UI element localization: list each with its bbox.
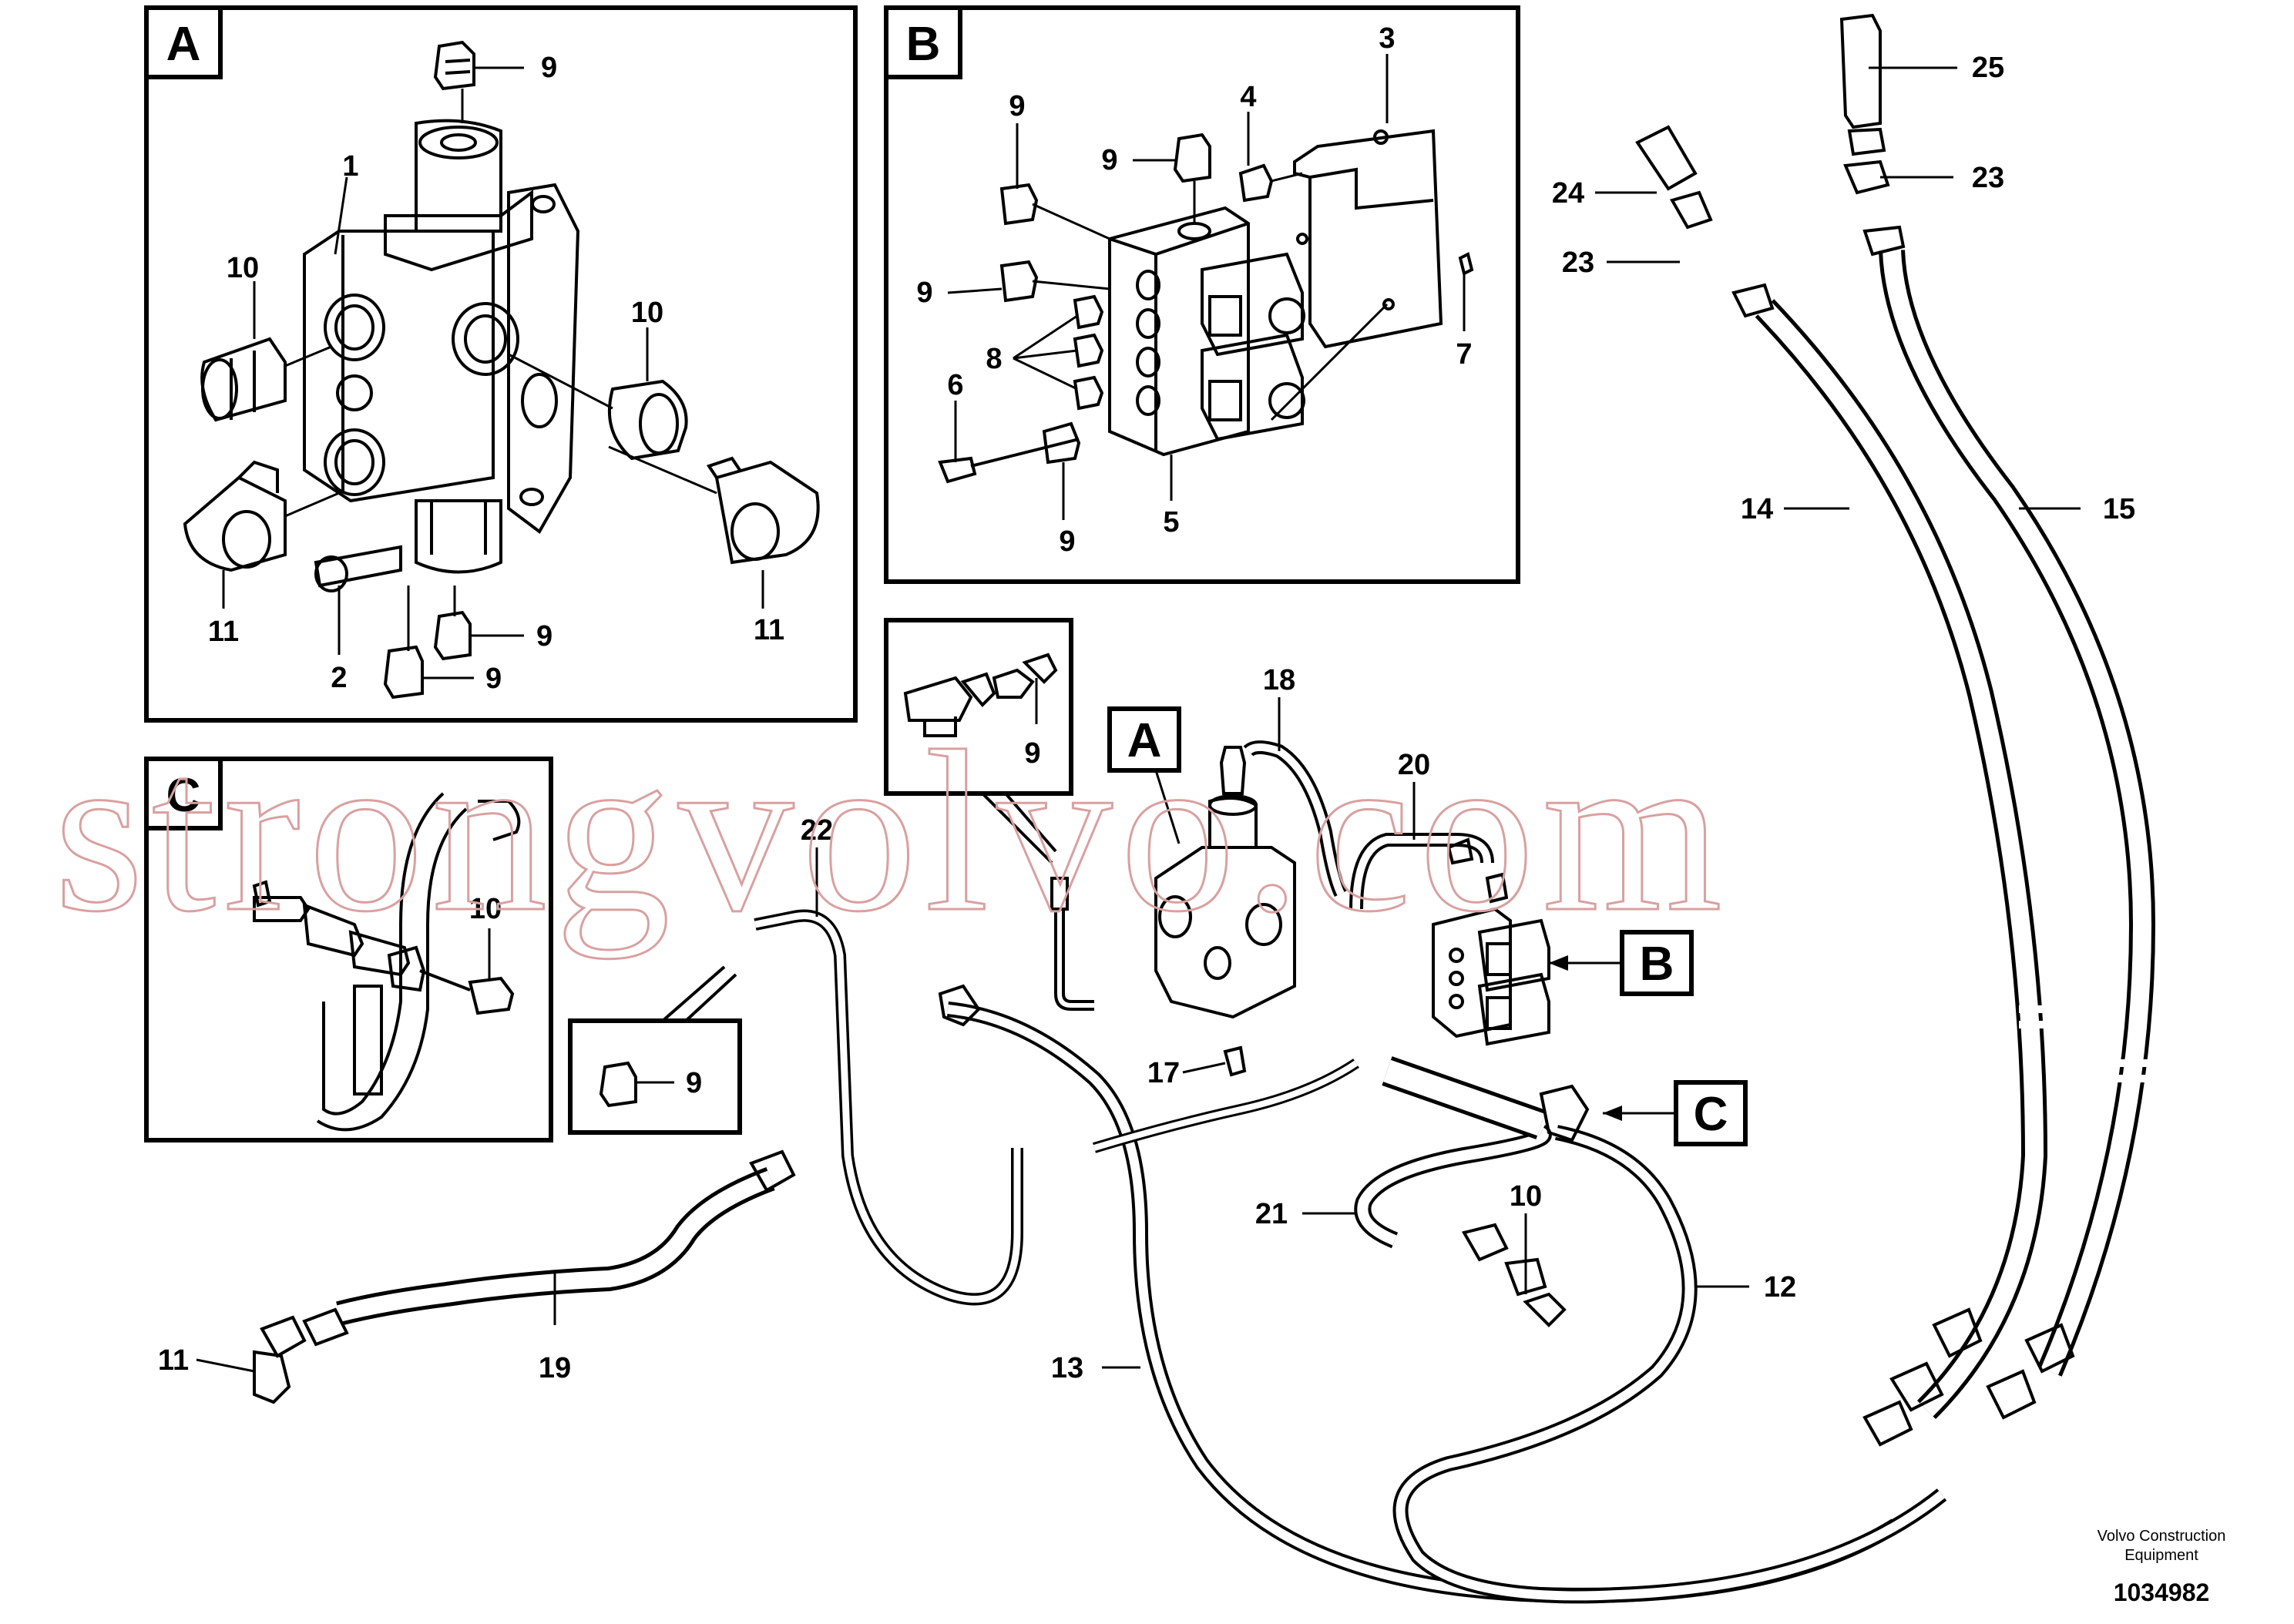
callout-a-11-right: 11 [754,614,784,646]
callout-b-3: 3 [1379,22,1395,55]
hose-17 [1093,1060,1359,1151]
panel-a-label-box [144,5,223,79]
watermark: strongvolvo.com [54,703,1730,960]
callout-m-23-right: 23 [1972,162,2004,194]
callout-b-9-bot: 9 [1059,525,1075,558]
end-fittings [253,13,2075,1447]
leaders-main [196,66,2081,1373]
leader-marker-a [1154,770,1181,844]
marker-b: B [1640,938,1674,991]
callout-a-10-left: 10 [227,252,259,284]
main-assembly: A B C [158,13,2158,1604]
hose-22-outline [754,909,1023,1306]
hose-12 [1396,1128,1945,1601]
callout-m-13: 13 [1051,1352,1083,1384]
marker-c: C [1694,1088,1728,1141]
inset-tee-frame [884,618,1073,796]
hose-19 [337,1170,774,1322]
valve-body-a [303,119,580,574]
callout-m-21: 21 [1255,1198,1288,1230]
tee-assembly-c [252,792,521,1132]
callout-m-24: 24 [1552,177,1584,210]
leaders-b [947,54,1466,520]
center-valve [1154,746,1296,1019]
panel-b: B [884,5,1520,584]
callout-b-9-topleft: 9 [1009,90,1025,122]
callout-b-5: 5 [1163,506,1179,539]
hose-breaks [2019,1005,2158,1082]
panel-b-letter: B [906,18,941,71]
inset-fitting: 9 [568,965,742,1135]
callout-m-25: 25 [1972,52,2004,84]
hose-15 [1883,250,2152,1375]
callout-inset-9-left: 9 [686,1067,702,1099]
callout-m-22: 22 [801,814,833,847]
callout-c-10: 10 [469,893,502,925]
callout-inset-9-tee: 9 [1024,737,1040,770]
hose-18 [1245,743,1345,896]
pipe-c [1383,1059,1545,1136]
callout-m-11: 11 [158,1344,189,1377]
marker-a-box [1107,706,1181,773]
callout-b-6: 6 [947,369,963,401]
marker-a: A [1127,714,1162,767]
fittings-a [183,40,820,700]
valve-block-b [938,129,1474,484]
panel-c-letter: C [166,769,201,822]
callout-b-9-top: 9 [1101,144,1117,176]
callout-b-7: 7 [1456,338,1472,371]
callout-a-10-right: 10 [631,297,663,329]
panel-c: C 10 [144,757,553,1143]
footer: Volvo Construction Equipment 1034982 [2098,1528,2226,1606]
inset-fitting-frame [568,1018,742,1135]
callout-m-15: 15 [2103,493,2135,525]
panel-c-frame [144,757,553,1143]
footer-company-line2: Equipment [2124,1547,2198,1564]
panel-b-label-box [884,5,962,79]
callout-m-14: 14 [1741,493,1773,525]
inset-tee-pointer [981,792,1057,864]
callout-a-1: 1 [342,150,358,183]
panel-a: A [144,5,858,723]
callout-m-10: 10 [1510,1180,1542,1213]
panel-a-letter: A [166,18,201,71]
callout-b-8: 8 [986,343,1002,375]
panel-a-frame [144,5,858,723]
callout-a-9-bot: 9 [485,663,502,695]
callout-b-4: 4 [1240,81,1256,113]
inset-tee: 9 [884,618,1073,864]
inset-fitting-9 [599,1061,637,1108]
leaders-a [222,66,764,679]
hose-14 [1758,301,2044,1417]
panel-c-label-box [144,757,223,830]
callout-m-23-left: 23 [1562,247,1594,279]
callout-m-19: 19 [539,1352,571,1384]
callout-a-9-mid: 9 [536,620,553,653]
callout-m-17: 17 [1147,1057,1180,1089]
inset-tee-fitting [903,653,1058,737]
callout-m-20: 20 [1398,749,1430,781]
callout-m-18: 18 [1263,664,1295,696]
arrow-marker-c [1603,1106,1622,1121]
panel-b-frame [884,5,1520,584]
hose-12-outline [1392,1125,1947,1604]
callout-b-9-left: 9 [916,277,932,309]
hose-21 [1357,1127,1549,1246]
hose-20 [1352,836,1491,910]
arrow-marker-b [1549,955,1568,971]
callout-a-2: 2 [331,662,347,694]
hose-22 [754,912,1021,1303]
callout-a-11-left: 11 [208,616,239,648]
inset-fitting-pointer [661,965,737,1022]
footer-company-line1: Volvo Construction [2098,1528,2226,1545]
main-valve-block [1432,907,1550,1046]
callout-a-9-top: 9 [541,52,557,84]
footer-doc-id: 1034982 [2114,1579,2210,1606]
callout-m-12: 12 [1764,1271,1796,1304]
